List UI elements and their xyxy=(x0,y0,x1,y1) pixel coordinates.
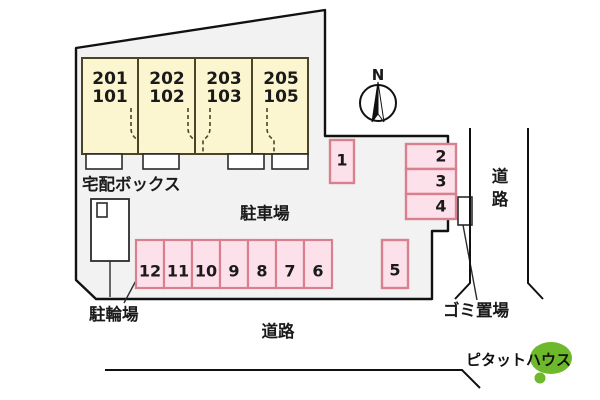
unit-101-lower: 101 xyxy=(92,87,128,107)
parking-space-3-label: 3 xyxy=(435,172,446,191)
bicycle-parking-label: 駐輪場 xyxy=(89,304,139,324)
unit-201-upper: 201 xyxy=(92,69,128,89)
parking-space-12 xyxy=(134,238,166,290)
road-label-right-char2: 路 xyxy=(492,189,509,209)
building-entrance-alcove xyxy=(227,153,265,170)
road-label-bottom: 道路 xyxy=(262,321,296,341)
building-entrance-alcove xyxy=(85,153,123,170)
parking-space-7-label: 7 xyxy=(284,262,295,281)
unit-103-lower: 103 xyxy=(206,87,242,107)
logo-bubble-tail xyxy=(534,372,546,384)
parking-space-5-label: 5 xyxy=(389,261,400,280)
parking-space-2-label: 2 xyxy=(435,147,446,166)
unit-205-upper: 205 xyxy=(263,69,299,89)
road-label-right-char1: 道 xyxy=(492,166,509,186)
parking-space-8-label: 8 xyxy=(256,262,267,281)
pitat-house-logo: ピタットハウス xyxy=(466,342,572,384)
parking-lot-label: 駐車場 xyxy=(240,203,290,223)
parking-space-12-label: 12 xyxy=(139,262,161,281)
trash-area-box xyxy=(457,196,473,226)
bicycle-parking-marker xyxy=(96,202,108,218)
parking-space-1 xyxy=(328,138,356,185)
road-edge-bottom xyxy=(105,369,481,389)
parking-space-4 xyxy=(404,192,458,221)
road-edge-right-outer xyxy=(527,128,544,300)
parking-space-4-label: 4 xyxy=(435,197,446,216)
unit-102-lower: 102 xyxy=(149,87,185,107)
parking-space-6-label: 6 xyxy=(312,262,323,281)
unit-105-lower: 105 xyxy=(263,87,299,107)
parking-space-3 xyxy=(404,167,458,196)
parking-space-10-label: 10 xyxy=(195,262,217,281)
compass-needle-right xyxy=(377,81,385,123)
delivery-box-label: 宅配ボックス xyxy=(82,174,181,194)
parking-space-1-label: 1 xyxy=(336,151,347,170)
unit-203-upper: 203 xyxy=(206,69,242,89)
trash-area-label: ゴミ置場 xyxy=(443,300,510,320)
parking-space-5 xyxy=(380,238,410,290)
unit-202-upper: 202 xyxy=(149,69,185,89)
parking-space-9-label: 9 xyxy=(228,262,239,281)
logo-bubble-shape xyxy=(530,342,572,374)
parking-space-11-label: 11 xyxy=(167,262,189,281)
logo-text: ピタットハウス xyxy=(466,351,571,369)
compass-north-label: N xyxy=(372,66,385,84)
parking-space-6 xyxy=(302,238,334,290)
parking-space-2 xyxy=(404,142,458,171)
building-entrance-alcove xyxy=(271,153,309,170)
building-entrance-alcove xyxy=(142,153,180,170)
road-edge-right-inner xyxy=(454,128,471,300)
